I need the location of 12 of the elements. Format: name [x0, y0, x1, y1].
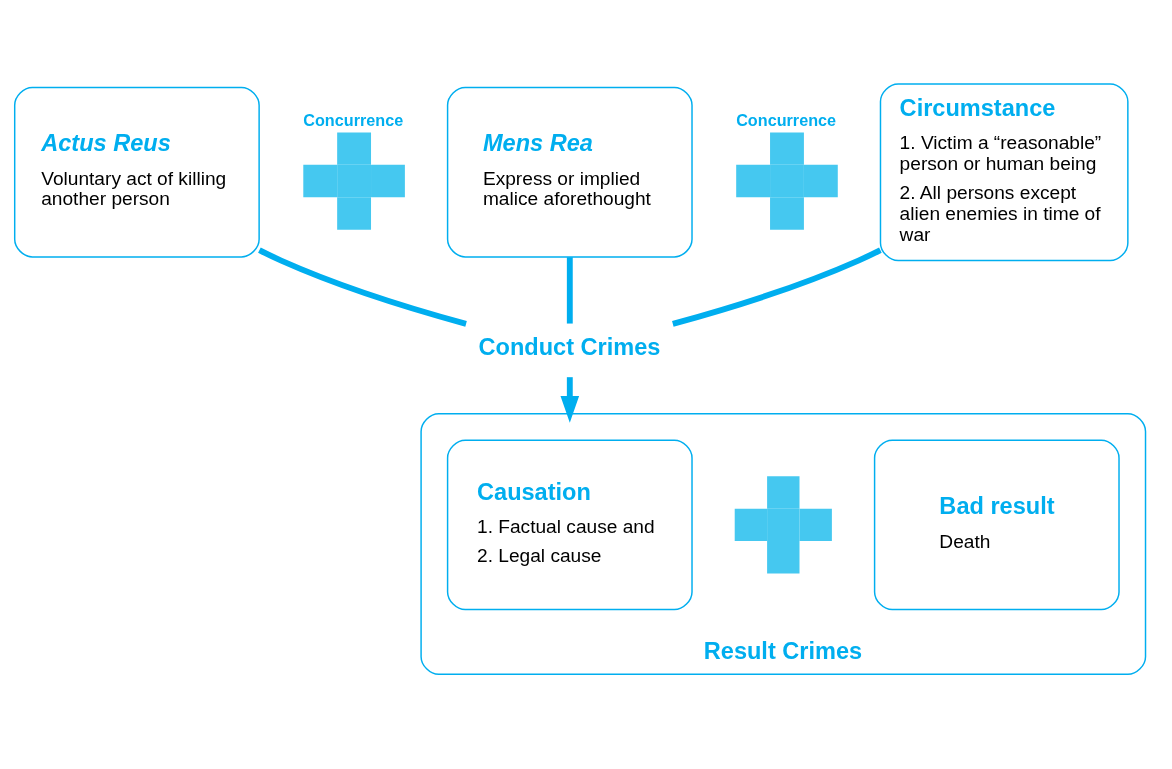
node-box: Mens Rea Express or implied malice aforethought [446, 86, 693, 258]
node-box: Bad result Death [873, 439, 1120, 610]
connector [258, 247, 467, 327]
connector [566, 256, 573, 324]
node-box: Actus Reus Voluntary act of killing another person [13, 86, 260, 258]
node-label: Concurrence [736, 110, 837, 129]
node-label: Concurrence [303, 110, 404, 129]
node-text: Conduct Crimes [478, 333, 661, 360]
connector [672, 247, 882, 327]
node-box: Causation 1. Factual cause and 2. Legal cause [446, 439, 693, 610]
node-box: Circumstance 1. Victim a “reasonable” person or human being 2. All persons except alien enemies in time of war [879, 82, 1129, 261]
arrow [560, 376, 580, 423]
